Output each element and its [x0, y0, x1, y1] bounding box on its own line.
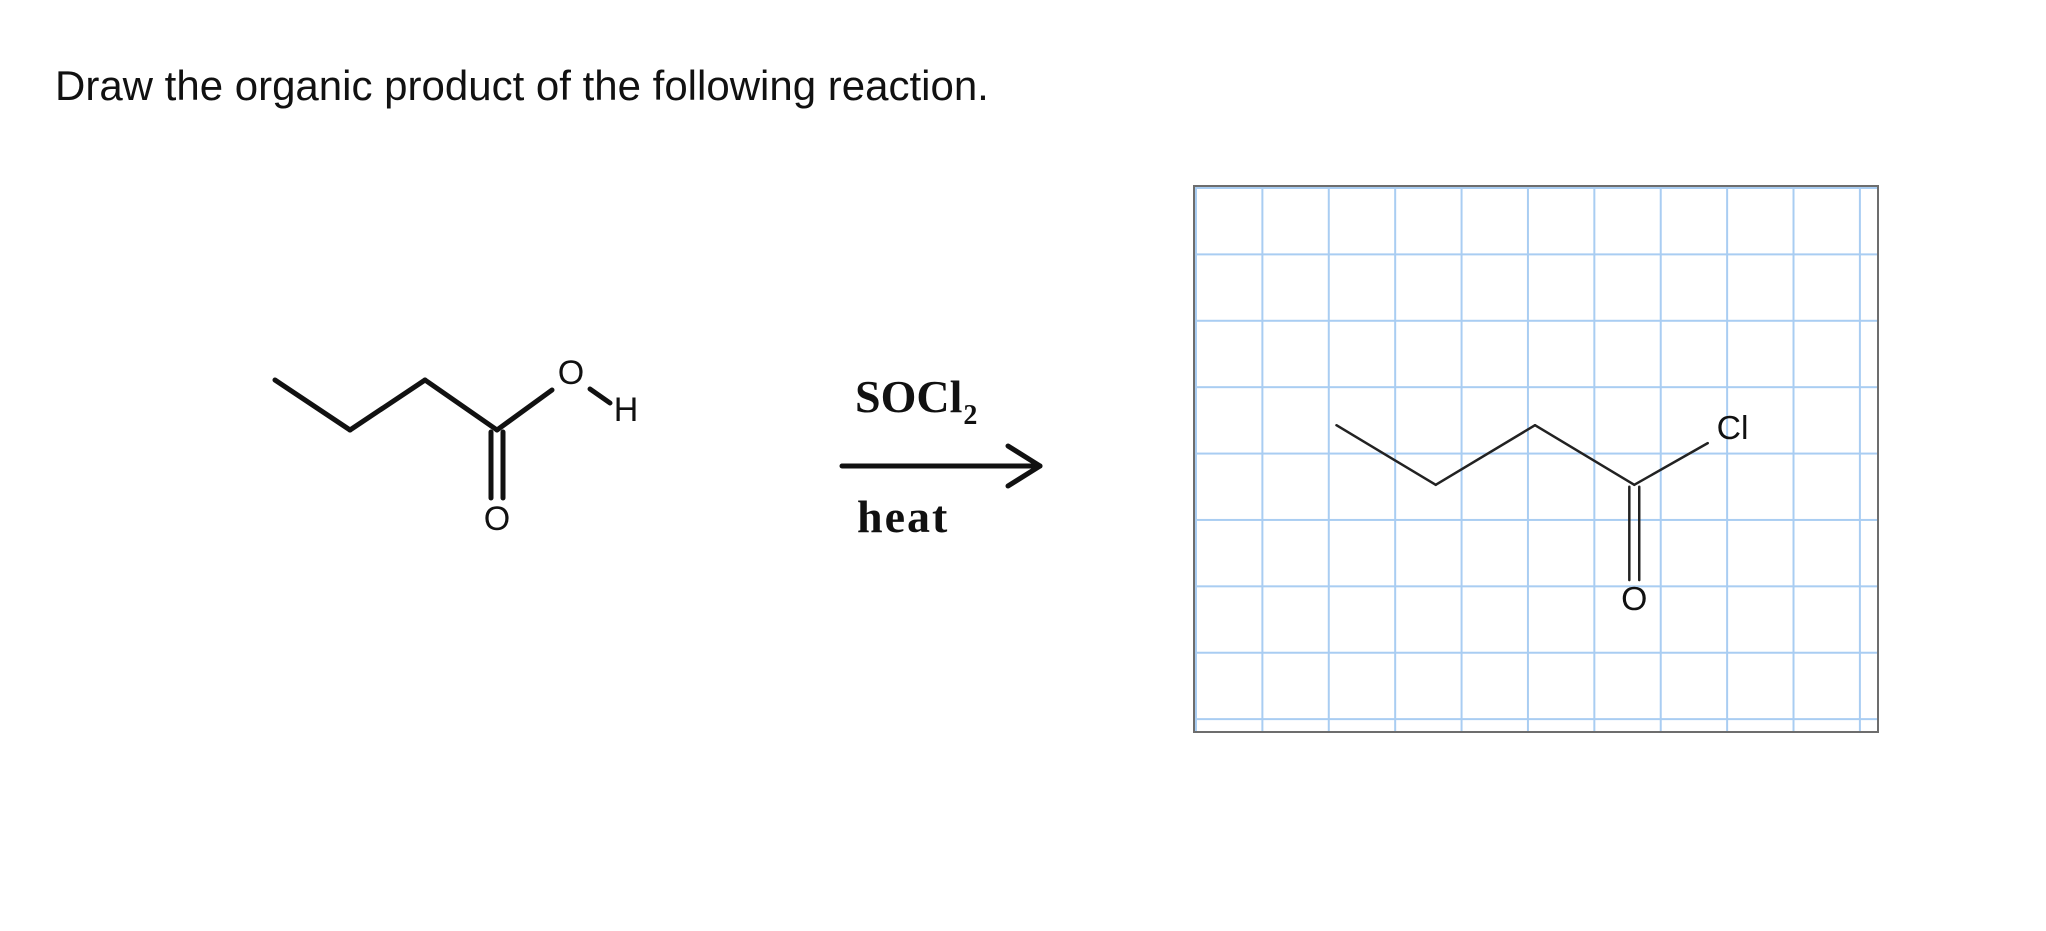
condition-label: heat [857, 491, 950, 542]
reactant-bond-o-h [587, 386, 613, 406]
product-chlorine: Cl [1717, 409, 1749, 447]
reactant-hydrogen: H [614, 391, 639, 429]
question-text: Draw the organic product of the followin… [55, 62, 989, 109]
product-bond-c1-c2 [1335, 424, 1437, 487]
reaction-arrow [839, 440, 1050, 492]
product-structure: Cl O [1335, 409, 1749, 618]
arrow-icon [839, 443, 1043, 489]
product-bond-c4-cl [1633, 441, 1709, 487]
reactant-oxygen-carbonyl: O [484, 500, 510, 538]
drawing-canvas[interactable]: Cl O [1193, 185, 1879, 733]
product-bond-c2-c3 [1434, 424, 1537, 487]
reactant-bond-c4-oh [494, 387, 555, 433]
reactant-bond-c2-c3 [347, 377, 428, 433]
reactant-bond-c1-c2 [272, 377, 353, 433]
reagent-label: SOCl2 [855, 370, 977, 431]
reactant-bond-c3-c4 [422, 377, 500, 433]
reactant-skeleton: O H O [272, 354, 639, 538]
reagent-subscript: 2 [963, 400, 978, 431]
product-bond-c3-c4 [1533, 424, 1636, 487]
reactant-oxygen-hydroxyl: O [558, 354, 584, 392]
product-oxygen-carbonyl: O [1621, 580, 1647, 618]
reagent-formula: SOCl [855, 371, 963, 422]
reactant-structure: O H O [250, 340, 670, 580]
